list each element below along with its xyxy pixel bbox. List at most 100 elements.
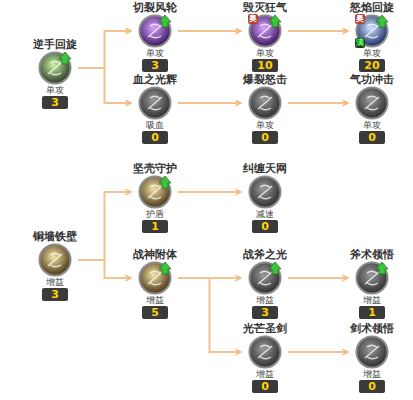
icon-art [248,175,282,209]
skill-type: 吸血 [124,120,186,131]
icon-art [248,335,282,369]
skill-name: 战斧之光 [234,248,296,261]
skill-name: 逆手回旋 [24,38,86,51]
skill-level: 1 [142,220,168,233]
skill-level: 0 [252,131,278,144]
skill-type: 单攻 [341,120,403,131]
skill-icon [248,175,282,209]
skill-type: 增益 [234,369,296,380]
skill-icon [38,243,72,277]
icon-art [38,51,72,85]
skill-level: 0 [252,380,278,393]
skill-connector [288,102,348,104]
skill-type: 护盾 [124,209,186,220]
skill-connector [78,192,131,260]
skill-node: 爆裂怒击单攻0 [234,73,296,144]
skill-level: 3 [142,59,168,72]
skill-level: 20 [359,59,385,72]
icon-art [138,14,172,48]
skill-icon [248,86,282,120]
skill-node: 剑术领悟增益0 [341,322,403,393]
skill-level: 0 [359,380,385,393]
skill-connector [178,30,241,32]
skill-type: 单攻 [234,48,296,59]
skill-name: 气功冲击 [341,73,403,86]
skill-icon [138,175,172,209]
skill-connector [178,191,241,193]
skill-connector [78,68,131,103]
icon-art [355,261,389,295]
icon-art [138,261,172,295]
skill-name: 剑术领悟 [341,322,403,335]
skill-node: 毁灭狂气单攻10 [234,1,296,72]
skill-level: 1 [359,306,385,319]
skill-node: 气功冲击单攻0 [341,73,403,144]
skill-node: 怒焰回旋单攻20 [341,1,403,72]
skill-node: 战斧之光增益3 [234,248,296,319]
skill-name: 纠缠天网 [234,162,296,175]
skill-icon [138,14,172,48]
skill-name: 爆裂怒击 [234,73,296,86]
icon-badge: 奥 [355,14,365,24]
skill-name: 铜墙铁壁 [24,230,86,243]
skill-name: 坚壳守护 [124,162,186,175]
skill-type: 单攻 [24,85,86,96]
skill-node: 逆手回旋单攻3 [24,38,86,109]
skill-node: 纠缠天网减速0 [234,162,296,233]
skill-connector [78,31,131,68]
skill-icon [355,261,389,295]
skill-node: 铜墙铁壁增益3 [24,230,86,301]
skill-name: 毁灭狂气 [234,1,296,14]
skill-node: 光芒圣剑增益0 [234,322,296,393]
skill-node: 血之光辉吸血0 [124,73,186,144]
skill-connector [78,260,131,278]
skill-type: 单攻 [234,120,296,131]
icon-art [355,335,389,369]
skill-name: 斧术领悟 [341,248,403,261]
skill-icon [355,86,389,120]
skill-icon [355,335,389,369]
skill-name: 光芒圣剑 [234,322,296,335]
icon-badge: 满 [355,38,365,48]
skill-type: 减速 [234,209,296,220]
skill-name: 血之光辉 [124,73,186,86]
skill-node: 斧术领悟增益1 [341,248,403,319]
skill-connector [288,277,348,279]
skill-type: 增益 [24,277,86,288]
skill-icon [38,51,72,85]
skill-type: 增益 [341,369,403,380]
icon-badge: 奥 [248,14,258,24]
skill-level: 3 [42,96,68,109]
skill-type: 单攻 [124,48,186,59]
icon-art [138,175,172,209]
skill-level: 3 [42,288,68,301]
skill-level: 5 [142,306,168,319]
skill-type: 增益 [234,295,296,306]
icon-art [248,86,282,120]
skill-level: 0 [359,131,385,144]
skill-name: 战神附体 [124,248,186,261]
skill-icon [138,261,172,295]
skill-type: 增益 [124,295,186,306]
skill-connector [288,30,348,32]
skill-level: 3 [252,306,278,319]
icon-art [355,86,389,120]
skill-node: 切裂风轮单攻3 [124,1,186,72]
skill-type: 增益 [341,295,403,306]
skill-level: 0 [252,220,278,233]
skill-icon [248,261,282,295]
skill-level: 0 [142,131,168,144]
skill-type: 单攻 [341,48,403,59]
skill-name: 切裂风轮 [124,1,186,14]
skill-level: 10 [252,59,278,72]
skill-connector [178,278,241,352]
skill-connector [288,351,348,353]
skill-icon [248,335,282,369]
skill-node: 坚壳守护护盾1 [124,162,186,233]
skill-name: 怒焰回旋 [341,1,403,14]
icon-art [38,243,72,277]
icon-art [138,86,172,120]
skill-connector [178,102,241,104]
skill-icon [138,86,172,120]
